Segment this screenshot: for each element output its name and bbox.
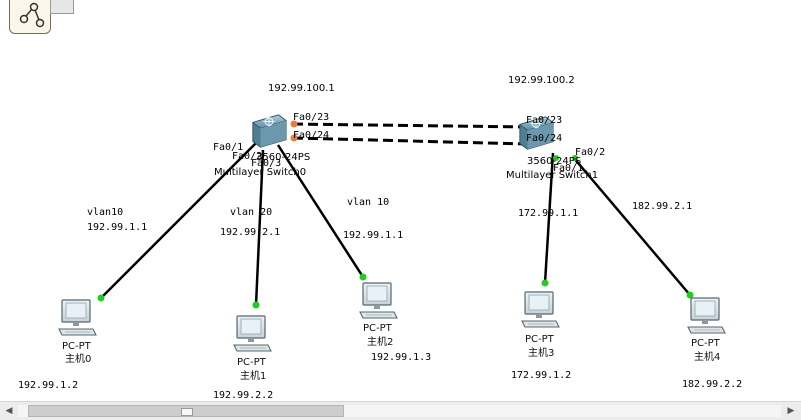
- link-sw1-pc4[interactable]: [572, 156, 691, 296]
- sw1-port-fa024: Fa0/24: [526, 133, 562, 144]
- toolbar-icon[interactable]: [50, 0, 74, 14]
- link-sw0-pc2[interactable]: [276, 144, 365, 278]
- scroll-left-icon[interactable]: ◀: [5, 406, 13, 416]
- trunk-link-fa023[interactable]: [292, 122, 529, 129]
- sw1-port-fa02: Fa0/2: [575, 147, 605, 158]
- port-dot: [97, 294, 105, 302]
- trunk-link-fa024[interactable]: [292, 136, 529, 146]
- multilayer-switch-0[interactable]: [252, 114, 287, 148]
- sw1-model-label: 3560-24PS: [527, 156, 581, 167]
- pc1-gateway-label: 192.99.2.1: [220, 227, 280, 238]
- sw0-name-label: Multilayer Switch0: [214, 167, 306, 178]
- scroll-track[interactable]: [18, 405, 781, 417]
- sw1-port-fa023: Fa0/23: [526, 115, 562, 126]
- network-tool-icon[interactable]: [9, 0, 51, 34]
- sw0-port-fa01: Fa0/1: [213, 142, 243, 153]
- port-dot: [553, 155, 559, 161]
- pc-type-label: PC-PT: [525, 334, 555, 345]
- pc-ip-label: 192.99.2.2: [213, 390, 273, 401]
- pc-icon[interactable]: [233, 315, 272, 352]
- vlan-label: vlan 20: [230, 207, 272, 218]
- pc-type-label: PC-PT: [691, 338, 721, 349]
- port-dot: [290, 134, 298, 142]
- horizontal-scrollbar[interactable]: ◀ ▶: [0, 401, 801, 420]
- sw0-port-fa024: Fa0/24: [293, 130, 329, 141]
- link-sw1-pc3[interactable]: [543, 152, 555, 284]
- pc3-gateway-label: 172.99.1.1: [518, 208, 578, 219]
- sw1-port-fa01: Fa0/1: [553, 163, 583, 174]
- pc-name-label: 主机2: [367, 335, 393, 348]
- pc-ip-label: 192.99.1.2: [18, 380, 78, 391]
- vlan-label: vlan 10: [347, 197, 389, 208]
- pc-type-label: PC-PT: [62, 341, 92, 352]
- port-dot: [572, 155, 578, 161]
- scroll-grip-icon: [181, 408, 193, 416]
- pc-3[interactable]: PC-PT 主机3 172.99.1.2: [511, 291, 571, 381]
- pc-ip-label: 192.99.1.3: [371, 352, 431, 363]
- pc-icon[interactable]: [58, 299, 97, 336]
- link-sw0-pc0[interactable]: [100, 140, 259, 299]
- pc-4[interactable]: PC-PT 主机4 182.99.2.2: [682, 297, 742, 390]
- link-sw0-pc1[interactable]: [254, 149, 265, 306]
- pc2-gateway-label: 192.99.1.1: [343, 230, 403, 241]
- sw1-name-label: Multilayer Switch1: [506, 170, 598, 181]
- port-dot: [359, 273, 367, 281]
- pc-name-label: 主机0: [65, 352, 91, 365]
- sw0-port-fa023: Fa0/23: [293, 112, 329, 123]
- share-nodes-icon: [19, 2, 45, 28]
- switch-icon[interactable]: [252, 114, 287, 148]
- pc-icon[interactable]: [359, 282, 398, 319]
- pc0-gateway-label: 192.99.1.1: [87, 222, 147, 233]
- access-links[interactable]: [100, 140, 691, 306]
- scroll-thumb[interactable]: [28, 405, 344, 417]
- pc-type-label: PC-PT: [237, 357, 267, 368]
- port-dot: [252, 301, 260, 309]
- sw0-port-fa02: Fa0/2: [232, 151, 262, 162]
- trunk-links[interactable]: [292, 122, 529, 146]
- pc-1[interactable]: PC-PT 主机1 192.99.2.2: [213, 315, 273, 401]
- pc-0[interactable]: PC-PT 主机0 192.99.1.2: [18, 299, 97, 391]
- port-dot: [541, 279, 549, 287]
- pc-ip-label: 182.99.2.2: [682, 379, 742, 390]
- sw0-model-label: 3560-24PS: [256, 152, 310, 163]
- pc-name-label: 主机1: [240, 369, 266, 382]
- sw1-ip-label: 192.99.100.2: [508, 75, 575, 86]
- pc-ip-label: 172.99.1.2: [511, 370, 571, 381]
- port-dot: [290, 120, 298, 128]
- scroll-right-icon[interactable]: ▶: [787, 406, 795, 416]
- pc-name-label: 主机3: [528, 346, 554, 359]
- pc-icon[interactable]: [521, 291, 560, 328]
- sw0-ip-label: 192.99.100.1: [268, 83, 335, 94]
- pc-2[interactable]: PC-PT 主机2 192.99.1.3: [359, 282, 431, 363]
- port-dot: [686, 291, 694, 299]
- pc-type-label: PC-PT: [363, 323, 393, 334]
- pc-icon[interactable]: [687, 297, 726, 334]
- pc4-gateway-label: 182.99.2.1: [632, 201, 692, 212]
- sw0-port-fa03: Fa0/3: [251, 158, 281, 169]
- vlan-label: vlan10: [87, 207, 123, 218]
- pc-name-label: 主机4: [694, 350, 720, 363]
